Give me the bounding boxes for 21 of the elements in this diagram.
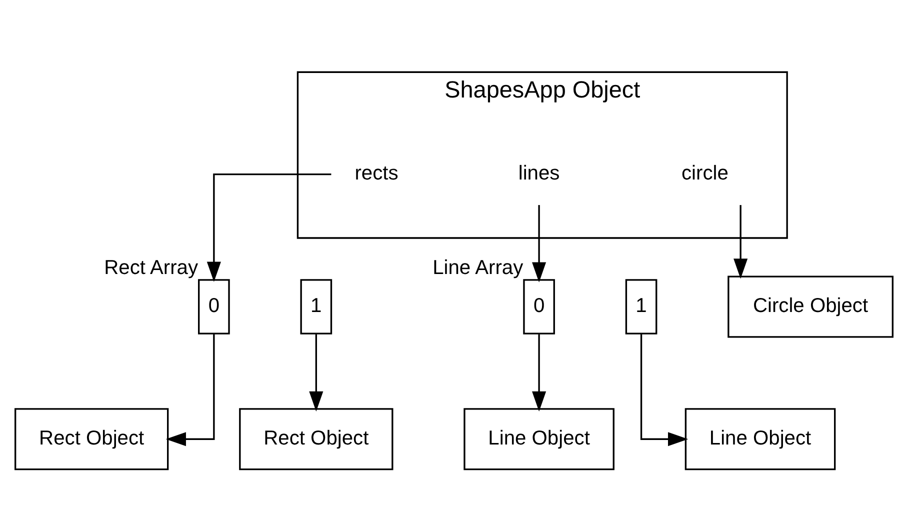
node-text: rects xyxy=(354,162,398,184)
node-box: Rect Object xyxy=(239,408,394,470)
node-box: Line Object xyxy=(464,408,614,470)
arrow xyxy=(532,334,546,411)
node-box: 1 xyxy=(300,278,332,334)
node-label: Line Array xyxy=(432,256,524,279)
arrow xyxy=(532,204,546,282)
arrow xyxy=(166,334,215,446)
node-box: Rect Object xyxy=(14,408,169,470)
node-label: Rect Array xyxy=(104,256,198,279)
arrow xyxy=(206,173,332,282)
node-box: 1 xyxy=(625,278,658,334)
node-box: Circle Object xyxy=(728,275,894,338)
node-text: lines xyxy=(518,162,560,184)
node-box: 0 xyxy=(523,278,555,334)
arrow xyxy=(640,334,688,446)
arrow xyxy=(734,204,748,278)
node-text: circle xyxy=(681,162,728,184)
node-box: Line Object xyxy=(684,408,836,470)
arrow xyxy=(309,334,324,411)
node-box: 0 xyxy=(198,278,230,334)
